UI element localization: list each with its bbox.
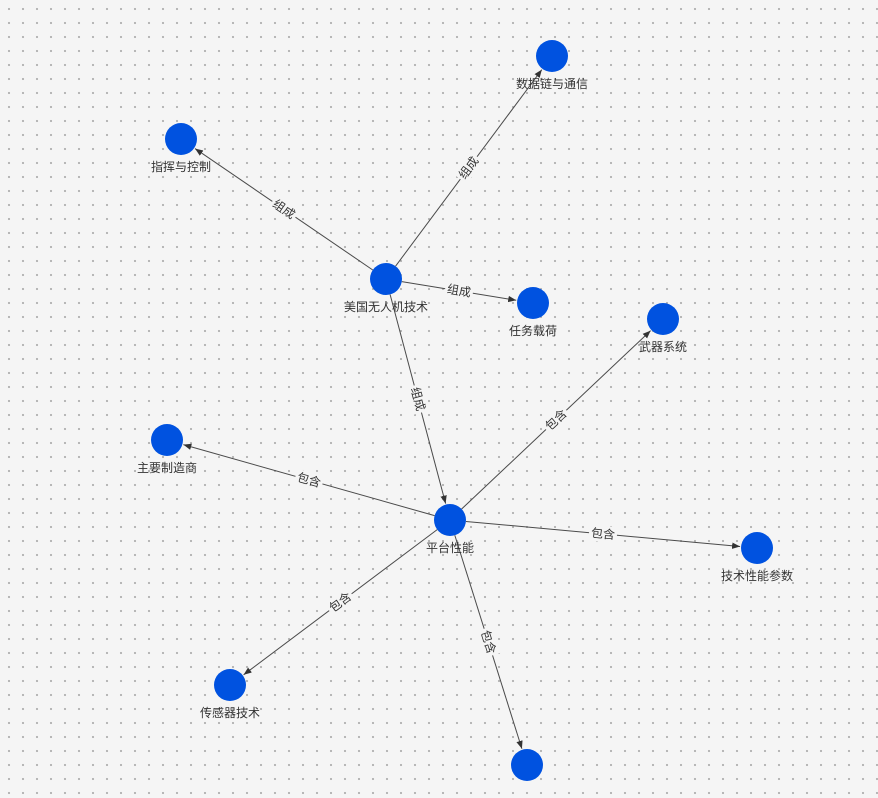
edge-label-bg [293, 468, 325, 492]
node-platform[interactable]: 平台性能 [426, 504, 474, 555]
edge-us_uav-platform[interactable]: 组成 [389, 294, 447, 504]
edge-platform-bottom[interactable]: 包含 [454, 535, 523, 749]
node-label: 指挥与控制 [151, 159, 211, 174]
edge-label-bg [406, 383, 430, 415]
edge-label-group: 组成 [406, 383, 430, 415]
edge-label: 包含 [296, 469, 323, 490]
node-us_uav[interactable]: 美国无人机技术 [344, 263, 428, 314]
node-circle[interactable] [511, 749, 543, 781]
edge-platform-sensors[interactable]: 包含 [243, 529, 438, 676]
node-circle[interactable] [370, 263, 402, 295]
edge-label-bg [540, 404, 572, 436]
edge-platform-manufacturers[interactable]: 包含 [183, 443, 435, 517]
node-c2[interactable]: 指挥与控制 [151, 123, 211, 174]
edge-platform-weapons[interactable]: 包含 [461, 330, 651, 510]
node-payload[interactable]: 任务载荷 [509, 287, 557, 338]
node-label: 平台性能 [426, 540, 474, 555]
node-circle[interactable] [151, 424, 183, 456]
node-datalink[interactable]: 数据链与通信 [516, 40, 588, 91]
node-circle[interactable] [214, 669, 246, 701]
edge-us_uav-c2[interactable]: 组成 [194, 148, 374, 271]
edge-label-group: 包含 [588, 524, 618, 544]
edge-label-bg [267, 194, 300, 224]
edge-us_uav-payload[interactable]: 组成 [401, 280, 517, 303]
edge-label-group: 包含 [324, 587, 357, 618]
node-sensors[interactable]: 传感器技术 [200, 669, 260, 720]
node-circle[interactable] [434, 504, 466, 536]
node-label: 传感器技术 [200, 705, 260, 720]
edge-label-bg [588, 524, 618, 544]
edge-us_uav-datalink[interactable]: 组成 [395, 69, 543, 267]
node-label: 技术性能参数 [721, 568, 793, 583]
node-label: 主要制造商 [137, 460, 197, 475]
edge-label: 组成 [446, 282, 472, 300]
edge-label-group: 组成 [443, 280, 475, 302]
edge-label-bg [476, 626, 501, 658]
edge-label-group: 包含 [293, 468, 325, 492]
node-bottom[interactable] [511, 749, 543, 781]
node-circle[interactable] [647, 303, 679, 335]
edge-label-bg [443, 280, 475, 302]
edge-label-group: 组成 [453, 151, 484, 184]
edge-label-group: 组成 [267, 194, 300, 224]
node-circle[interactable] [536, 40, 568, 72]
node-circle[interactable] [165, 123, 197, 155]
node-circle[interactable] [517, 287, 549, 319]
node-label: 美国无人机技术 [344, 300, 428, 314]
node-manufacturers[interactable]: 主要制造商 [137, 424, 197, 475]
edge-label: 组成 [408, 386, 428, 413]
edge-label-bg [453, 151, 484, 184]
node-circle[interactable] [741, 532, 773, 564]
edge-label: 包含 [478, 628, 500, 655]
node-tech_params[interactable]: 技术性能参数 [721, 532, 793, 583]
edge-label-bg [324, 587, 357, 618]
node-label: 数据链与通信 [516, 76, 588, 91]
node-label: 任务载荷 [509, 323, 557, 338]
node-weapons[interactable]: 武器系统 [639, 303, 687, 354]
node-label: 武器系统 [639, 340, 687, 354]
edge-label: 包含 [590, 525, 615, 542]
edge-platform-tech_params[interactable]: 包含 [465, 520, 741, 549]
edge-label-group: 包含 [476, 626, 501, 658]
